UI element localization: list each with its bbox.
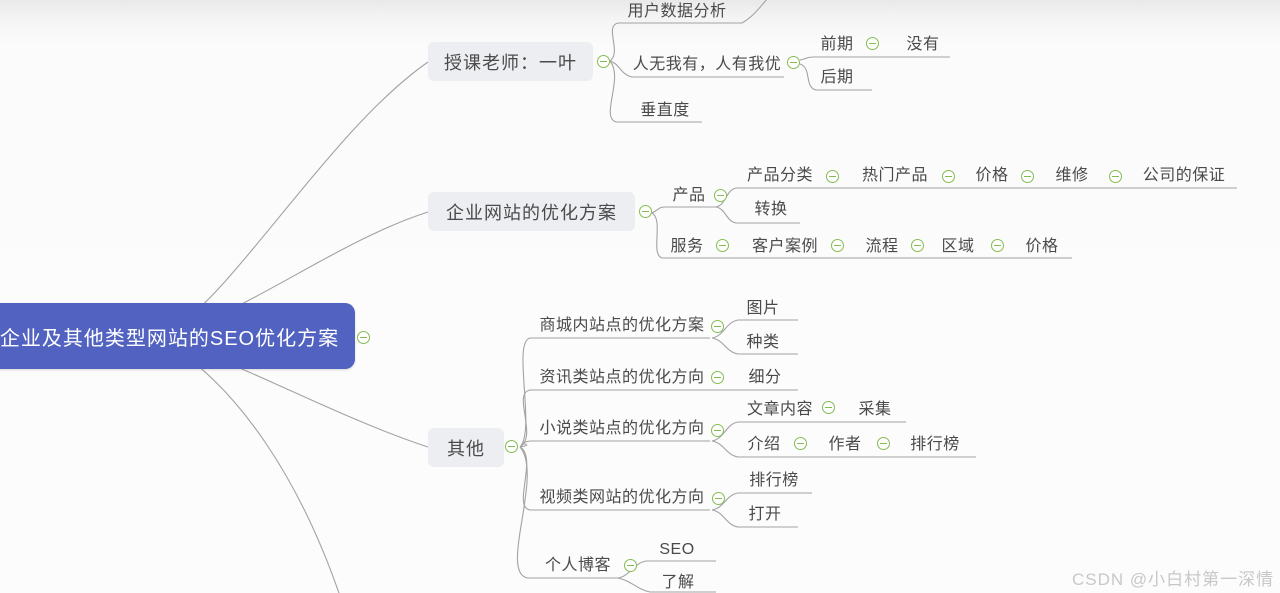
topic-xiaoshuo[interactable]: 小说类站点的优化方向 — [539, 420, 705, 437]
collapse-icon-zuozhe[interactable] — [877, 437, 890, 450]
topic-xifen[interactable]: 细分 — [748, 369, 782, 386]
collapse-icon-xiaoshuo[interactable] — [711, 424, 724, 437]
topic-zixun[interactable]: 资讯类站点的优化方向 — [539, 369, 705, 386]
collapse-icon-shangcheng[interactable] — [711, 320, 724, 333]
topic-zuozhe[interactable]: 作者 — [828, 436, 862, 453]
root-topic[interactable]: 企业及其他类型网站的SEO优化方案 — [0, 303, 355, 369]
collapse-icon-quyu[interactable] — [991, 239, 1004, 252]
minus-glyph — [715, 497, 722, 500]
minus-glyph — [914, 244, 921, 247]
minus-glyph — [994, 244, 1001, 247]
minus-glyph — [834, 244, 841, 247]
topic-kehu-anli[interactable]: 客户案例 — [751, 238, 818, 255]
topic-dakai[interactable]: 打开 — [748, 506, 782, 523]
minus-glyph — [790, 61, 797, 64]
minus-glyph — [880, 442, 887, 445]
branch-qita[interactable]: 其他 — [428, 428, 504, 467]
topic-chanpin-fenlei[interactable]: 产品分类 — [746, 167, 813, 184]
topic-jieshao[interactable]: 介绍 — [747, 436, 781, 453]
minus-glyph — [869, 42, 876, 45]
collapse-icon-teacher[interactable] — [597, 55, 610, 68]
minus-glyph — [714, 429, 721, 432]
topic-qianqi[interactable]: 前期 — [820, 36, 854, 53]
collapse-icon-fuwu[interactable] — [716, 239, 729, 252]
minus-glyph — [945, 175, 952, 178]
topic-zhuanhuan[interactable]: 转换 — [754, 201, 788, 218]
collapse-icon-chanpin[interactable] — [714, 189, 727, 202]
collapse-icon-shipin[interactable] — [712, 492, 725, 505]
topic-gongsi-baozheng[interactable]: 公司的保证 — [1142, 167, 1226, 184]
collapse-icon-jiage-1[interactable] — [1021, 170, 1034, 183]
topic-geren-boke[interactable]: 个人博客 — [544, 557, 611, 574]
minus-glyph — [829, 175, 836, 178]
topic-remen-chanpin[interactable]: 热门产品 — [861, 167, 928, 184]
minus-glyph — [508, 445, 515, 448]
minus-glyph — [797, 442, 804, 445]
minus-glyph — [1024, 175, 1031, 178]
branch-qiye-plan[interactable]: 企业网站的优化方案 — [428, 192, 635, 231]
minus-glyph — [714, 376, 721, 379]
collapse-icon-remen-chanpin[interactable] — [942, 170, 955, 183]
topic-liucheng[interactable]: 流程 — [865, 238, 899, 255]
topic-jiage-2[interactable]: 价格 — [1025, 238, 1059, 255]
collapse-icon-ren-wu-wo-you[interactable] — [787, 56, 800, 69]
minus-glyph — [360, 336, 367, 339]
collapse-icon-kehu-anli[interactable] — [831, 239, 844, 252]
topic-paihangbang-1[interactable]: 排行榜 — [910, 436, 960, 453]
topic-liaojie[interactable]: 了解 — [661, 574, 695, 591]
topic-chanpin[interactable]: 产品 — [672, 187, 706, 204]
minus-glyph — [642, 210, 649, 213]
minus-glyph — [714, 325, 721, 328]
topic-jiage-1[interactable]: 价格 — [975, 167, 1009, 184]
topic-zhonglei[interactable]: 种类 — [746, 334, 780, 351]
collapse-icon-geren-boke[interactable] — [624, 559, 637, 572]
topic-houqi[interactable]: 后期 — [820, 69, 854, 86]
topic-chuizhidu[interactable]: 垂直度 — [640, 102, 690, 119]
topic-fuwu[interactable]: 服务 — [670, 238, 704, 255]
csdn-watermark: CSDN @小白村第一深情 — [1072, 570, 1275, 589]
topic-weixiu[interactable]: 维修 — [1055, 167, 1089, 184]
minus-glyph — [627, 564, 634, 567]
collapse-icon-weixiu[interactable] — [1109, 170, 1122, 183]
collapse-icon-wenzhang[interactable] — [822, 401, 835, 414]
topic-user-data-analysis[interactable]: 用户数据分析 — [627, 3, 727, 20]
minus-glyph — [717, 194, 724, 197]
topic-shipin[interactable]: 视频类网站的优化方向 — [539, 489, 705, 506]
topic-quyu[interactable]: 区域 — [941, 238, 975, 255]
topic-ren-wu-wo-you[interactable]: 人无我有，人有我优 — [632, 56, 782, 73]
collapse-icon-root[interactable] — [357, 331, 370, 344]
topic-meiyou[interactable]: 没有 — [906, 36, 940, 53]
collapse-icon-qita[interactable] — [505, 440, 518, 453]
branch-teacher[interactable]: 授课老师：一叶 — [428, 42, 593, 81]
minus-glyph — [719, 244, 726, 247]
minus-glyph — [1112, 175, 1119, 178]
collapse-icon-qiye[interactable] — [639, 205, 652, 218]
collapse-icon-qianqi[interactable] — [866, 37, 879, 50]
topic-caiji[interactable]: 采集 — [858, 401, 892, 418]
collapse-icon-jieshao[interactable] — [794, 437, 807, 450]
topic-wenzhang-neirong[interactable]: 文章内容 — [746, 401, 813, 418]
topic-shangcheng[interactable]: 商城内站点的优化方案 — [539, 317, 705, 334]
collapse-icon-zixun[interactable] — [711, 371, 724, 384]
minus-glyph — [600, 60, 607, 63]
collapse-icon-chanpin-fenlei[interactable] — [826, 170, 839, 183]
topic-paihangbang-2[interactable]: 排行榜 — [749, 472, 799, 489]
collapse-icon-liucheng[interactable] — [911, 239, 924, 252]
minus-glyph — [825, 406, 832, 409]
topic-seo[interactable]: SEO — [659, 541, 695, 558]
topic-tupian[interactable]: 图片 — [746, 300, 780, 317]
